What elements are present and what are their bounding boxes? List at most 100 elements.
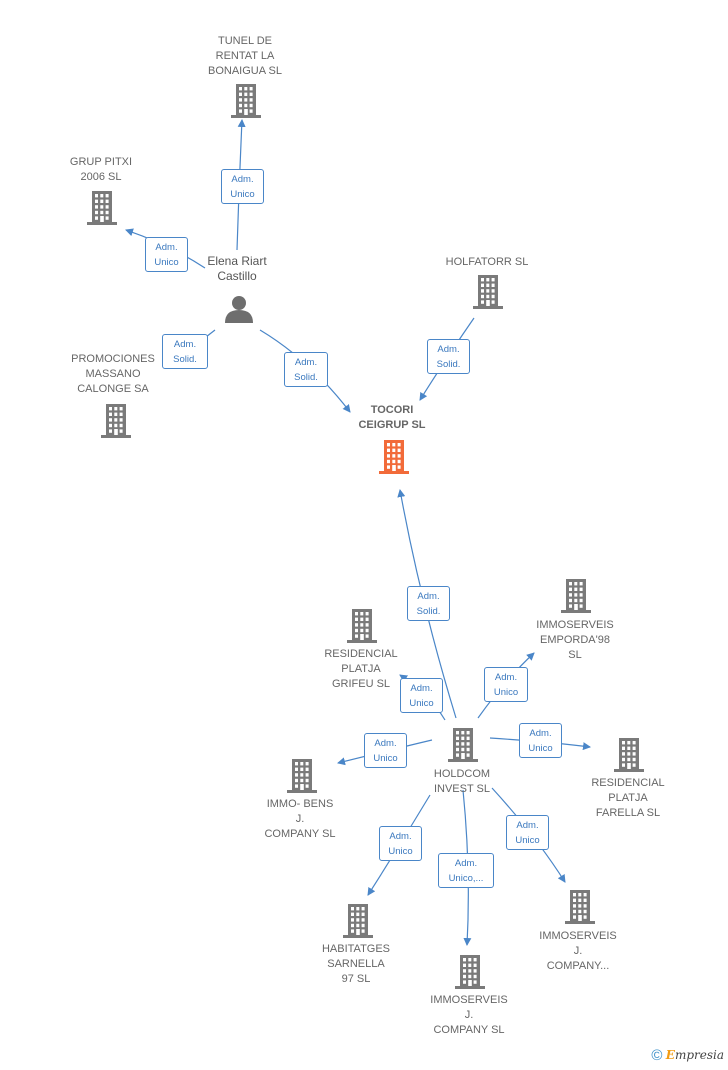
edge-role-text: Unico (373, 753, 398, 764)
building-icon[interactable] (347, 609, 377, 643)
edge-role-label[interactable]: Adm.Unico (484, 667, 528, 702)
node-label-line: Elena Riart (207, 254, 267, 268)
node-label-line: J. (573, 945, 583, 957)
node-label-line: Castillo (217, 269, 257, 283)
node-label-line: FARELLA SL (595, 807, 661, 819)
node-label-line: HABITATGES (321, 943, 391, 955)
edge-role-text: Solid. (173, 354, 197, 365)
building-icon[interactable] (455, 955, 485, 989)
node-label-line: RESIDENCIAL (591, 777, 665, 789)
edge-role-text: Adm. (389, 831, 412, 842)
node-label-line: SARNELLA (327, 958, 385, 970)
building-icon[interactable] (614, 738, 644, 772)
edge-role-text: Unico (409, 698, 434, 709)
edge-role-text: Solid. (436, 359, 461, 370)
building-icon[interactable] (231, 84, 261, 118)
edge-role-text: Unico (230, 189, 255, 200)
icons-layer (87, 84, 644, 989)
node-label-line: GRUP PITXI (69, 156, 133, 168)
edge-role-label[interactable]: Adm. Unico (221, 169, 264, 204)
node-label-farella[interactable]: RESIDENCIAL PLATJA FARELLA SL (548, 776, 708, 821)
edge-role-label[interactable]: Adm. Unico (400, 678, 443, 713)
node-label-holfatorr[interactable]: HOLFATORR SL (407, 255, 567, 270)
node-label-line: PLATJA (608, 792, 648, 804)
edge-role-text: Unico (388, 846, 413, 857)
building-icon[interactable] (343, 904, 373, 938)
edge-role-text: Adm. (454, 858, 478, 869)
edge-role-text: Unico (528, 743, 553, 754)
node-label-line: COMPANY SL (433, 1024, 505, 1036)
edge-role-text: Unico (154, 257, 179, 268)
node-label-line: HOLDCOM (433, 768, 491, 780)
edge-role-text: Solid. (294, 372, 318, 383)
node-label-line: TOCORI (370, 404, 414, 416)
node-label-line: HOLFATORR SL (445, 256, 529, 268)
building-icon[interactable] (101, 404, 131, 438)
edge-role-label[interactable]: Adm. Unico (145, 237, 188, 272)
edge-role-label[interactable]: Adm. Unico (364, 733, 407, 768)
node-label-line: IMMOSERVEIS (536, 619, 614, 631)
building-icon[interactable] (561, 579, 591, 613)
edge-role-text: Solid. (416, 606, 441, 617)
person-icon[interactable] (225, 296, 253, 323)
node-label-line: COMPANY... (546, 960, 610, 972)
edge-role-label[interactable]: Adm. Unico (379, 826, 422, 861)
node-label-line: EMPORDA'98 (540, 634, 610, 646)
edge-role-label[interactable]: Adm. Solid. (427, 339, 470, 374)
edge-role-label[interactable]: Adm. Solid. (407, 586, 450, 621)
empresia-logo[interactable]: Empresia (665, 1048, 724, 1062)
building-icon[interactable] (473, 275, 503, 309)
node-label-immobens[interactable]: IMMO- BENS J. COMPANY SL (220, 797, 380, 842)
edge-role-label[interactable]: Adm. Solid. (162, 334, 208, 369)
node-label-line: COMPANY SL (264, 828, 336, 840)
node-label-sarnella[interactable]: HABITATGES SARNELLA 97 SL (276, 942, 436, 987)
edge-role-text: Adm. (417, 591, 440, 602)
edge-role-text: Adm. (374, 738, 397, 749)
node-label-line: RENTAT LA (215, 50, 275, 62)
building-icon[interactable] (565, 890, 595, 924)
edge-role-label[interactable]: Adm. Solid. (284, 352, 328, 387)
edge-role-label[interactable]: Adm. Unico (506, 815, 549, 850)
edge-role-text: Adm. (173, 339, 197, 350)
node-label-line: SL (568, 649, 582, 661)
edge-role-label[interactable]: Adm. Unico (519, 723, 562, 758)
edge-role-text: Unico (493, 687, 519, 698)
node-label-line: PLATJA (341, 663, 381, 675)
edge-role-text: Adm. (516, 820, 539, 831)
node-label-line: J. (295, 813, 305, 825)
building-icon[interactable] (87, 191, 117, 225)
footer-brand: © Empresia (651, 1047, 724, 1064)
edge-role-text: Adm. (529, 728, 552, 739)
node-label-immoj2[interactable]: IMMOSERVEIS J. COMPANY SL (389, 993, 549, 1038)
node-label-tunel[interactable]: TUNEL DE RENTAT LA BONAIGUA SL (165, 34, 325, 79)
node-label-line: 2006 SL (80, 171, 122, 183)
edge-role-label[interactable]: Adm.Unico,... (438, 853, 494, 888)
node-label-line: BONAIGUA SL (208, 65, 282, 77)
node-label-line: TUNEL DE (218, 35, 272, 47)
edge-role-text: Adm. (294, 357, 318, 368)
node-label-line: J. (464, 1009, 474, 1021)
node-label-line: IMMOSERVEIS (430, 994, 508, 1006)
edge-role-text: Adm. (410, 683, 433, 694)
node-label-line: CALONGE SA (77, 383, 149, 395)
building-icon[interactable] (287, 759, 317, 793)
edge-role-text: Adm. (155, 242, 178, 253)
node-label-line: RESIDENCIAL (324, 648, 398, 660)
edge-role-text: Adm. (437, 344, 460, 355)
node-label-pitxi[interactable]: GRUP PITXI 2006 SL (21, 155, 181, 185)
node-label-tocori[interactable]: TOCORI CEIGRUP SL (312, 403, 472, 433)
edge-role-text: Adm. (231, 174, 254, 185)
node-label-line: IMMO- BENS (266, 798, 334, 810)
edge-role-text: Unico (515, 835, 540, 846)
building-icon[interactable] (448, 728, 478, 762)
node-label-line: 97 SL (341, 973, 371, 985)
building-icon[interactable] (379, 440, 409, 474)
node-label-line: PROMOCIONES (71, 353, 155, 365)
node-label-line: CEIGRUP SL (358, 419, 426, 431)
